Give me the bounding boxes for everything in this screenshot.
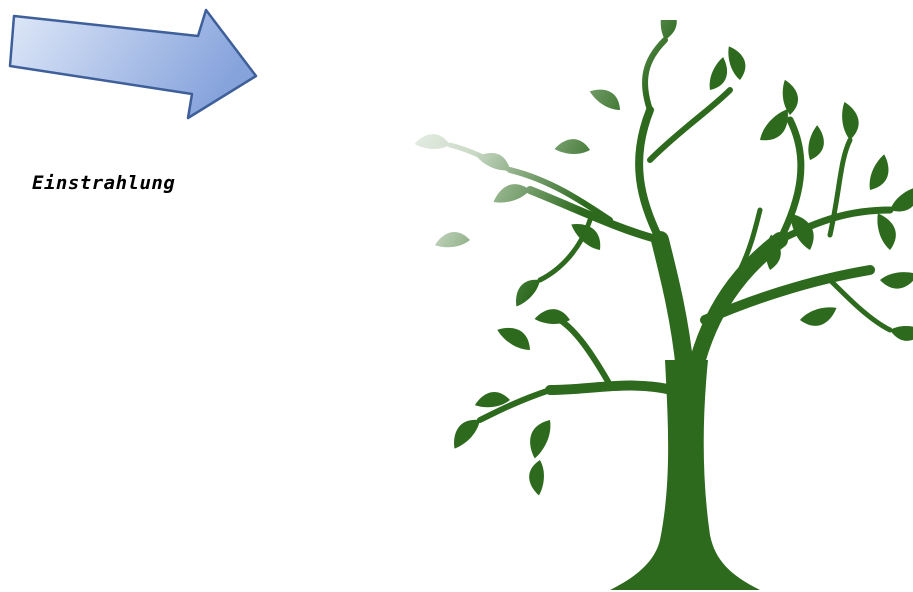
radiation-label: Einstrahlung [32,172,175,194]
tree-icon [410,20,913,592]
arrow-right-icon [0,0,280,130]
fade-overlay [410,20,913,320]
arrow-shape [10,10,256,118]
